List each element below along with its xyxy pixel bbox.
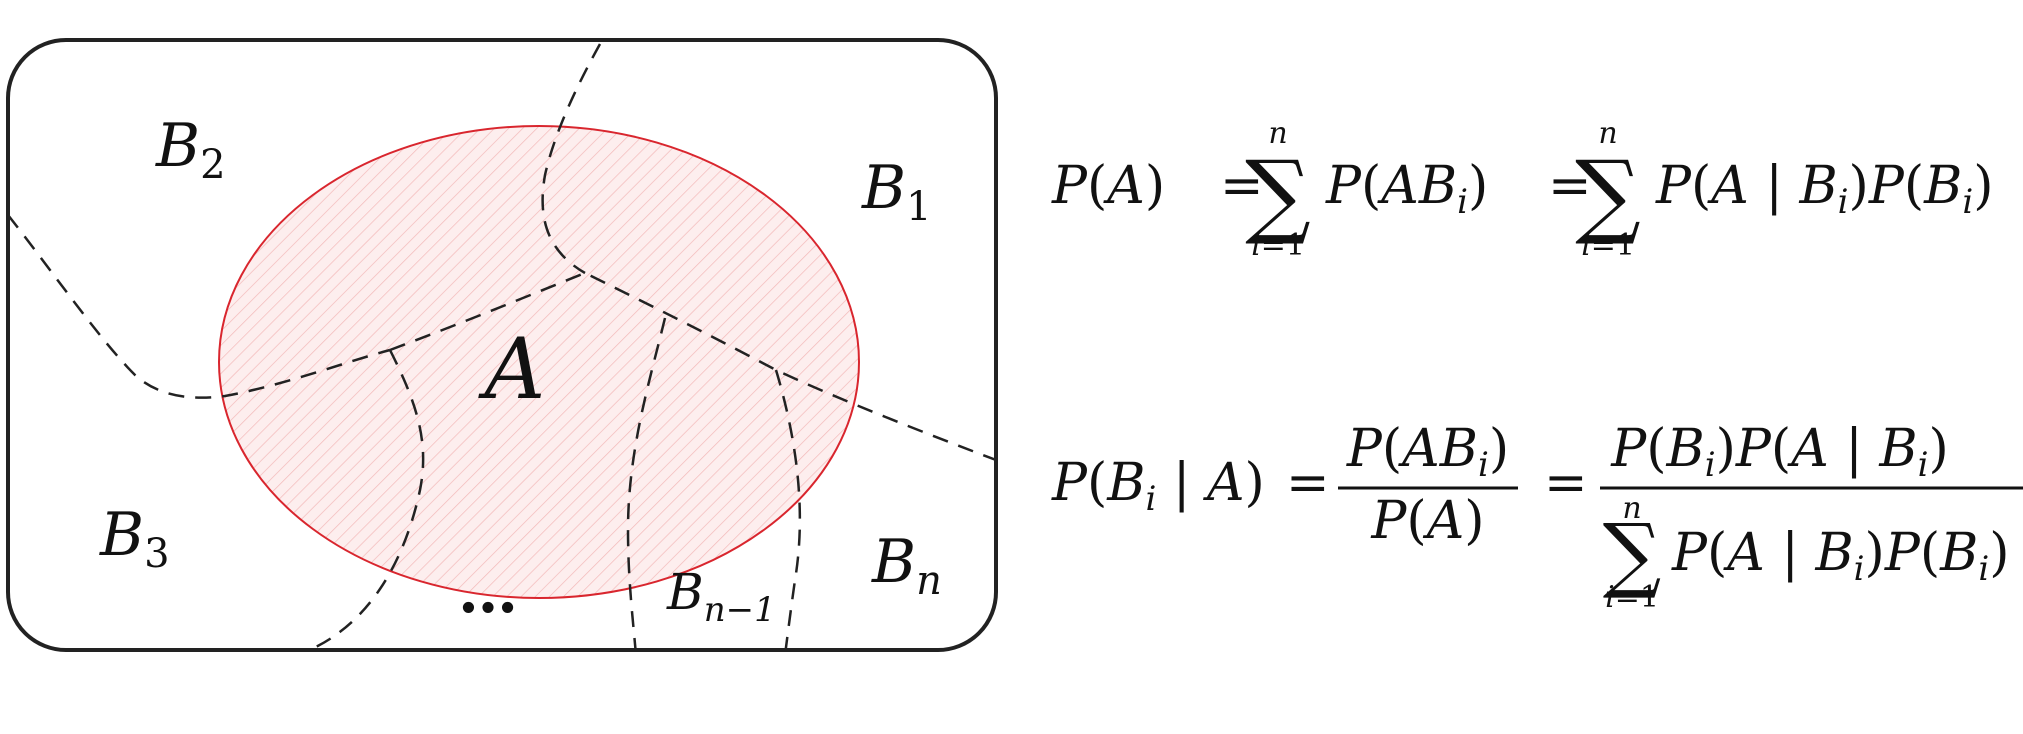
boundary-b1-b2 [541,43,602,275]
svg-text:=: = [1548,156,1592,216]
svg-text:P(ABi): P(ABi) [1325,156,1488,222]
svg-text:=: = [1544,453,1588,513]
boundary-left-of-bn-1 [626,317,667,650]
svg-text:=: = [1220,156,1264,216]
label-b2: B2 [155,111,226,188]
svg-text:P(A): P(A) [1370,491,1484,551]
svg-text:P(Bi | A): P(Bi | A) [1051,453,1265,519]
event-a-label: A [478,320,546,418]
boundary-b3-ellipsis [304,349,425,650]
boundary-bn-1-bn [774,369,802,650]
svg-text:∑: ∑ [1245,141,1311,248]
svg-text:i=1: i=1 [1251,228,1305,263]
event-a-region [218,125,860,599]
svg-text:P(Bi)P(A | Bi): P(Bi)P(A | Bi) [1610,419,1949,485]
svg-text:P(A): P(A) [1051,156,1165,216]
svg-text:P(ABi): P(ABi) [1346,419,1509,485]
svg-text:∑: ∑ [1603,507,1662,602]
label-b-n-minus-1: Bn−1 [666,563,776,630]
boundary-b2-b3 [8,214,391,399]
boundary-center-spine [389,271,996,462]
svg-text:n: n [1598,116,1617,151]
label-b3: B3 [99,500,170,577]
svg-text:i=1: i=1 [1581,228,1635,263]
sample-space-frame [6,38,998,652]
ellipsis-label: … [458,557,518,627]
svg-text:n: n [1268,116,1287,151]
svg-text:=: = [1286,453,1330,513]
total-probability-formula: P(A) = n ∑ i=1 P(ABi) = n ∑ i=1 P(A | Bi… [1051,116,1994,263]
svg-text:i=1: i=1 [1605,580,1659,615]
bayes-formula: P(Bi | A) = P(ABi) P(A) = P(Bi)P(A | Bi)… [1051,419,2023,615]
venn-diagram: A B1 B2 B3 Bn−1 Bn … [6,38,998,652]
svg-text:P(A | Bi)P(Bi): P(A | Bi)P(Bi) [1671,523,2010,589]
label-b1: B1 [861,153,932,230]
partition-boundaries [8,43,996,650]
svg-text:n: n [1622,491,1641,526]
svg-text:P(A | Bi)P(Bi): P(A | Bi)P(Bi) [1655,156,1994,222]
label-bn: Bn [871,527,942,604]
svg-text:∑: ∑ [1575,141,1641,248]
